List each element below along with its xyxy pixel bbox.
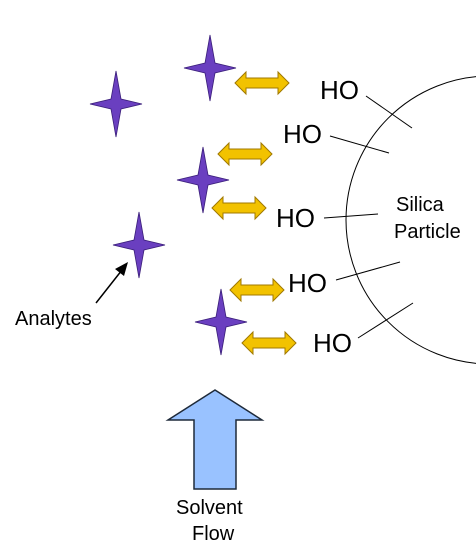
silanol-bond-line [323, 213, 379, 219]
double-headed-arrow-icon [229, 277, 285, 303]
solvent-flow-label-line2: Flow [192, 523, 235, 545]
four-point-star-icon [194, 288, 248, 356]
solvent-flow-label-line1: Solvent [176, 497, 243, 519]
silanol-bond-line [357, 302, 414, 339]
analytes-pointer-line [95, 269, 123, 304]
silanol-label: HO [276, 203, 315, 233]
double-headed-arrow-icon [234, 70, 290, 96]
silanol-label: HO [288, 268, 327, 298]
silanol-label: HO [313, 328, 352, 358]
four-point-star-icon [112, 211, 166, 279]
double-headed-arrow-icon [241, 330, 297, 356]
four-point-star-icon [176, 146, 230, 214]
interaction-arrows [211, 70, 297, 356]
silanol-bond-line [329, 135, 390, 154]
particle-label-line1: Silica [396, 194, 445, 216]
four-point-star-icon [183, 34, 237, 102]
silanol-label: HO [283, 119, 322, 149]
analyte-stars [89, 34, 248, 356]
silica-particle-circle [345, 76, 476, 364]
silanol-bond-line [365, 95, 413, 129]
silanol-label: HO [320, 75, 359, 105]
particle-label-line2: Particle [394, 221, 461, 243]
silanol-bond-line [335, 261, 401, 281]
up-arrow-icon [165, 389, 265, 490]
double-headed-arrow-icon [211, 195, 267, 221]
analytes-label: Analytes [15, 308, 92, 330]
analytes-pointer-arrowhead [115, 262, 128, 276]
four-point-star-icon [89, 70, 143, 138]
double-headed-arrow-icon [217, 141, 273, 167]
